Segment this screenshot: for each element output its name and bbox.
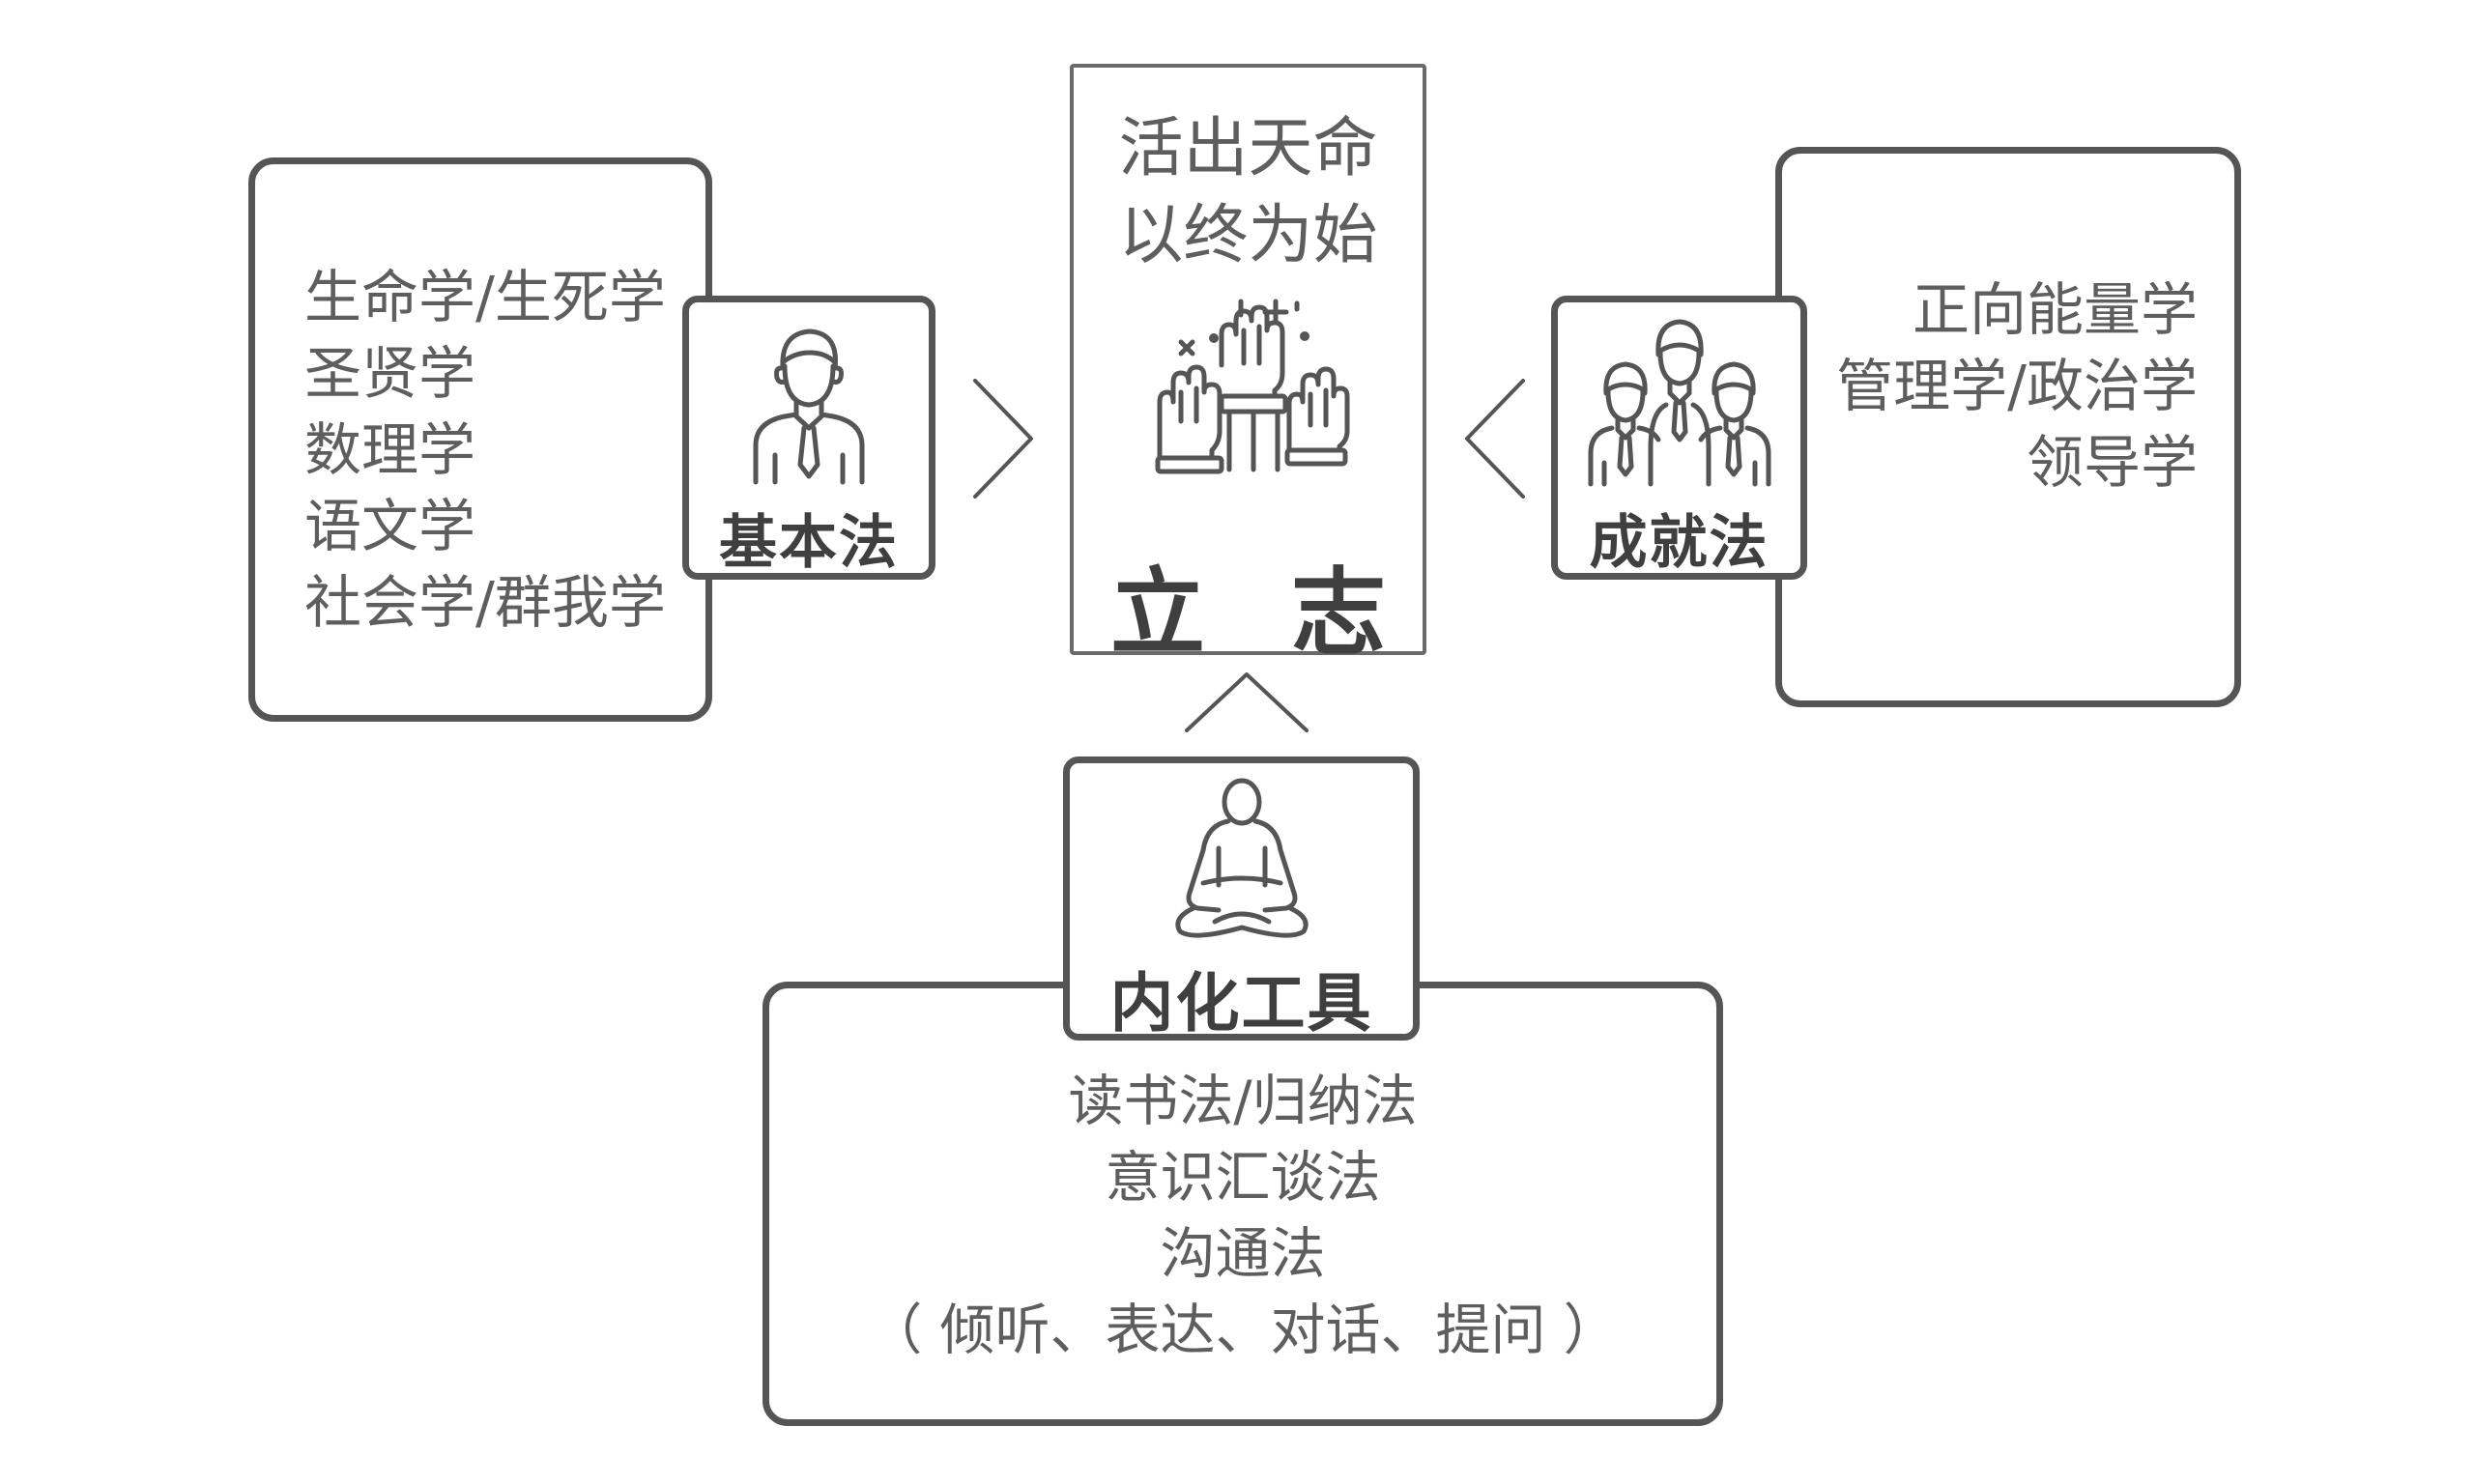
slogan-line: 活出天命 (1118, 110, 1378, 186)
chevron-up-icon (1185, 672, 1309, 732)
basic-method-label: 基本法 (719, 509, 899, 577)
basic-subject-item: 语文学 (304, 493, 476, 559)
businessman-icon (753, 328, 865, 485)
basic-subject-item: 数理学 (304, 416, 476, 483)
basic-subject-item: 圣贤学 (304, 340, 476, 407)
achievement-method-badge: 成就法 (1551, 296, 1807, 580)
internalization-tools-panel: 读书法/归纳法 意识汇谈法 沟通法 （ 倾听、表达、对话、提问 ） (762, 982, 1723, 1426)
tool-item: 意识汇谈法 (1105, 1146, 1381, 1210)
aspiration-title: 立 志 (1074, 565, 1423, 662)
aspiration-panel: 活出天命 以终为始 立 (1070, 64, 1426, 662)
internalization-tools-list: 读书法/归纳法 意识汇谈法 沟通法 （ 倾听、表达、对话、提问 ） (769, 1064, 1716, 1369)
tool-item: 读书法/归纳法 (1068, 1070, 1418, 1133)
basic-subject-item: 社会学/群我学 (304, 569, 666, 636)
basic-subjects-list: 生命学/生死学 圣贤学 数理学 语文学 社会学/群我学 (304, 259, 666, 641)
achievement-subjects-list: 正向能量学 管理学/政治学 领导学 (1836, 271, 2198, 500)
basic-subject-item: 生命学/生死学 (304, 264, 666, 330)
team-icon (1588, 319, 1770, 487)
achievement-method-label: 成就法 (1589, 509, 1769, 577)
tool-item: （ 倾听、表达、对话、提问 ） (867, 1298, 1619, 1362)
achievement-subject-item: 领导学 (2026, 429, 2198, 496)
chevron-left-icon (1465, 379, 1525, 499)
aspiration-char: 立 (1110, 558, 1206, 669)
meditation-icon (1174, 778, 1309, 938)
slogan: 活出天命 以终为始 (1074, 104, 1423, 278)
raised-hands-icon (1155, 299, 1349, 474)
tool-item: 沟通法 (1160, 1222, 1326, 1286)
aspiration-char: 志 (1290, 558, 1386, 669)
basic-subjects-panel: 生命学/生死学 圣贤学 数理学 语文学 社会学/群我学 (248, 157, 712, 722)
achievement-subjects-panel: 正向能量学 管理学/政治学 领导学 (1775, 147, 2241, 707)
achievement-subject-item: 管理学/政治学 (1836, 353, 2198, 419)
basic-method-badge: 基本法 (682, 296, 935, 580)
internalization-tools-label: 内化工具 (1109, 966, 1373, 1041)
achievement-subject-item: 正向能量学 (1912, 276, 2198, 343)
internalization-tools-badge: 内化工具 (1063, 756, 1420, 1041)
chevron-right-icon (973, 379, 1033, 499)
slogan-line: 以终为始 (1118, 197, 1378, 272)
